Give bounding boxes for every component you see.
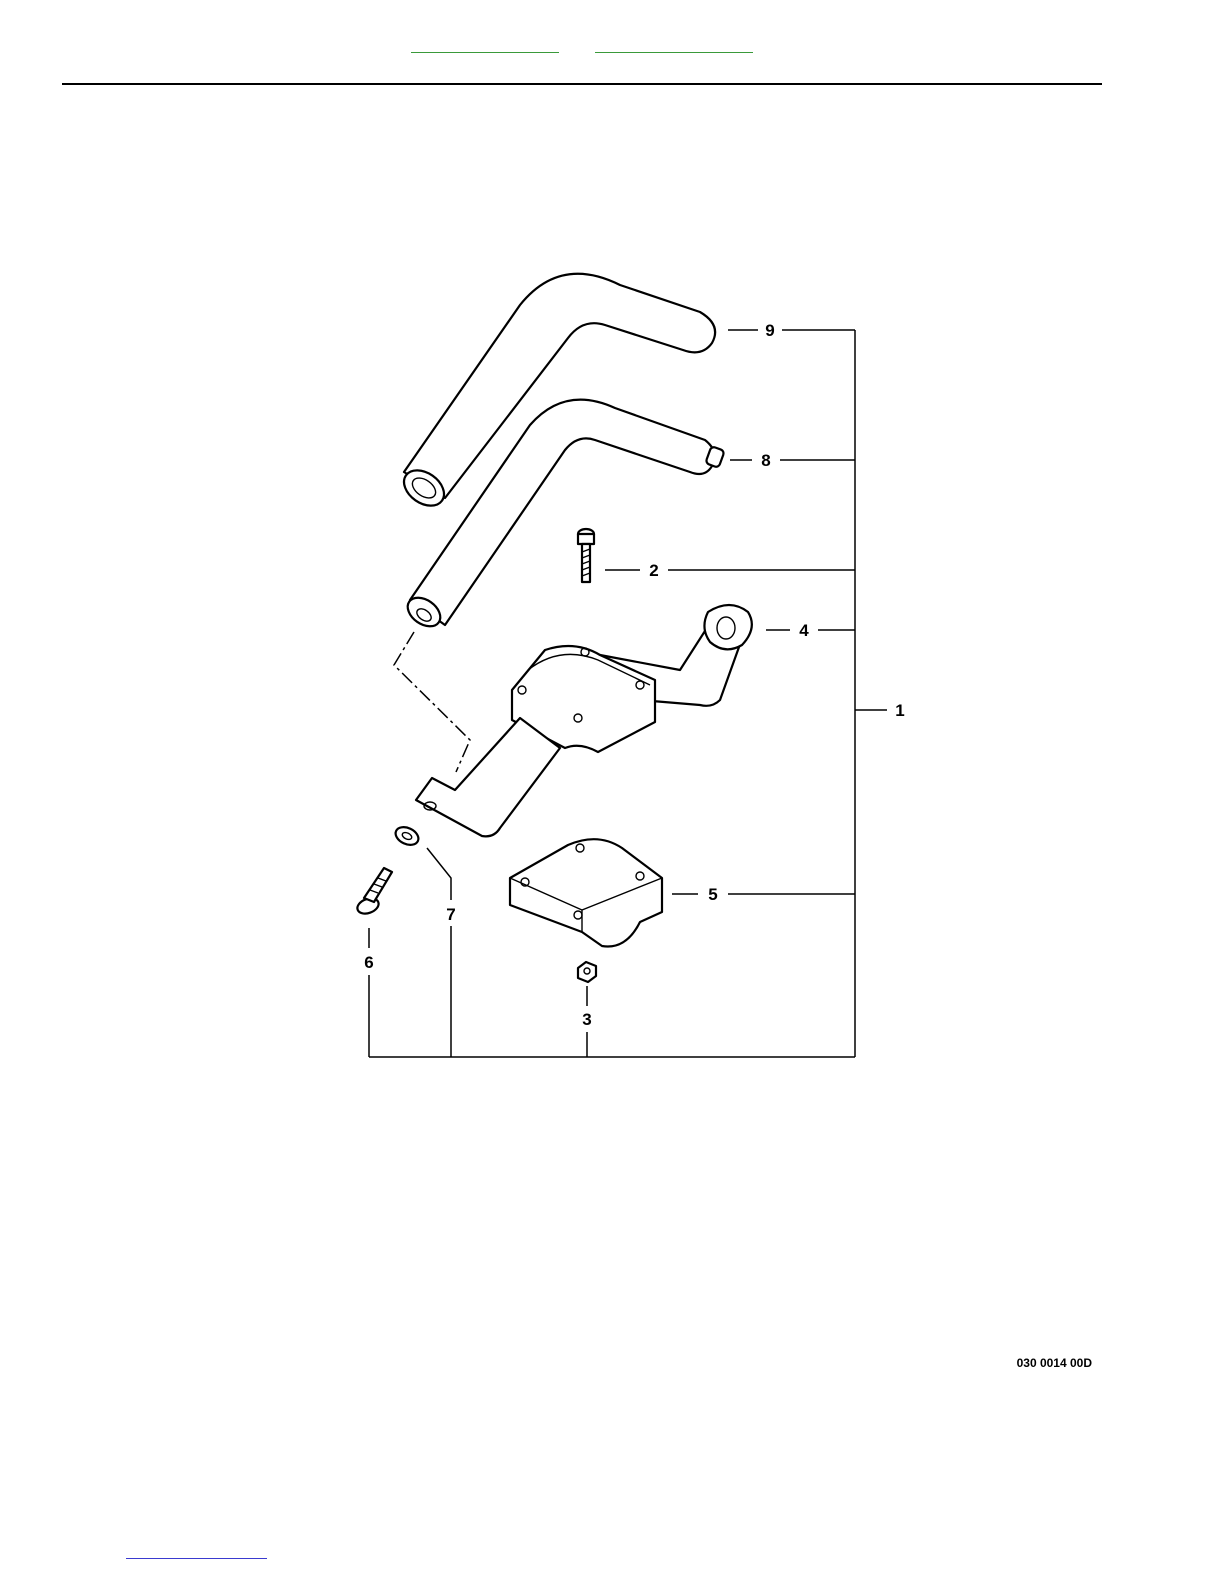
lower-clamp-part-5 (510, 839, 662, 946)
nut-part-3 (578, 962, 596, 982)
figure-reference-code: 030 0014 00D (1017, 1356, 1092, 1370)
grip-tube-part-9 (397, 274, 715, 513)
bolt-part-6 (355, 868, 392, 916)
bottom-link[interactable] (126, 1544, 267, 1559)
callout-3: 3 (582, 1010, 591, 1029)
screw-part-2 (578, 529, 594, 582)
washer-part-7 (393, 824, 422, 849)
handle-bracket-part-4 (416, 605, 752, 836)
callout-2: 2 (649, 561, 658, 580)
callout-9: 9 (765, 321, 774, 340)
callout-6: 6 (364, 953, 373, 972)
callout-5: 5 (708, 885, 717, 904)
callout-8: 8 (761, 451, 770, 470)
callout-1: 1 (895, 701, 904, 720)
callout-7: 7 (446, 905, 455, 924)
callout-4: 4 (799, 621, 809, 640)
